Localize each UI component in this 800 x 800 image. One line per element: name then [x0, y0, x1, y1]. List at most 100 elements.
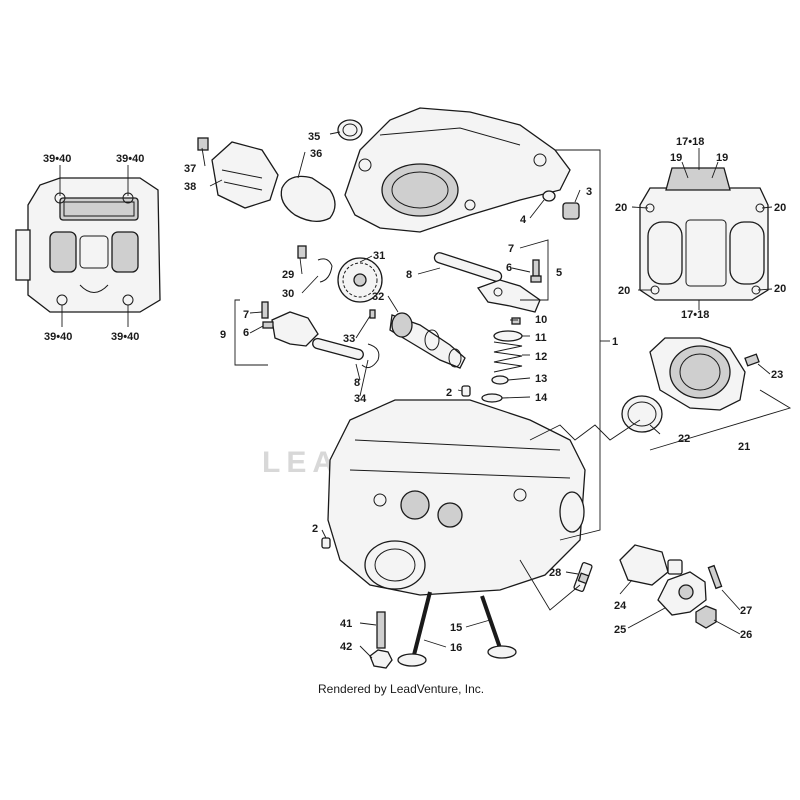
callout-16: 16	[450, 642, 462, 654]
part-27-bolt	[707, 564, 723, 590]
part-10-keeper	[511, 317, 521, 325]
part-37-bolt	[197, 137, 209, 151]
leader-19-b	[711, 161, 719, 179]
callout-13: 13	[535, 373, 547, 385]
callout-29: 29	[282, 269, 294, 281]
part-16-intake-valve-stem	[412, 591, 432, 656]
callout-4: 4	[520, 214, 527, 226]
callout-23: 23	[771, 369, 783, 381]
callout-14: 14	[535, 392, 548, 404]
callout-2-lower: 2	[312, 523, 318, 535]
part-25-thermostat-housing	[657, 559, 707, 616]
leader-lines	[201, 131, 792, 659]
callout-20-top-left: 20	[615, 202, 627, 214]
part-15-exhaust-valve-head	[487, 645, 517, 659]
callout-39-40-top-right: 39•40	[116, 153, 144, 165]
callout-19-left: 19	[670, 152, 682, 164]
part-12-spring	[493, 341, 523, 373]
part-6-nut-lower	[262, 321, 274, 329]
part-2-dowel-upper	[461, 385, 471, 397]
callout-39-40-top-left: 39•40	[43, 153, 71, 165]
part-7-adjust-screw-lower	[261, 301, 269, 319]
callout-20-bottom-left: 20	[618, 285, 630, 297]
callout-17-18-bottom: 17•18	[681, 309, 709, 321]
callout-41: 41	[340, 618, 352, 630]
callout-34: 34	[354, 393, 367, 405]
callout-21: 21	[738, 441, 750, 453]
callout-labels: 39•40 39•40 39•40 39•40 35 36 37 38 3 4 …	[43, 131, 786, 654]
rocker-assembly-left	[261, 301, 364, 361]
callout-12: 12	[535, 351, 547, 363]
callout-31: 31	[373, 250, 385, 262]
callout-38: 38	[184, 181, 196, 193]
leader-20-b	[761, 206, 773, 209]
part-8-rocker-shaft-upper	[433, 252, 503, 282]
callout-8-upper: 8	[406, 269, 412, 281]
valve-cover	[344, 107, 571, 233]
callout-22: 22	[678, 433, 690, 445]
callout-7-lower: 7	[243, 309, 249, 321]
callout-17-18-top: 17•18	[676, 136, 704, 148]
callout-26: 26	[740, 629, 752, 641]
callout-10: 10	[535, 314, 547, 326]
callout-27: 27	[740, 605, 752, 617]
callout-3: 3	[586, 186, 592, 198]
head-top-view-inset	[15, 177, 161, 313]
callout-7-upper: 7	[508, 243, 514, 255]
callout-30: 30	[282, 288, 294, 300]
rocker-assembly-right	[433, 252, 542, 313]
callout-15: 15	[450, 622, 462, 634]
callout-42: 42	[340, 641, 352, 653]
part-29-bolt	[297, 245, 307, 259]
callout-5: 5	[556, 267, 562, 279]
part-2-dowel-lower	[321, 537, 331, 549]
callout-2-upper: 2	[446, 387, 452, 399]
part-23-bolt	[744, 353, 760, 367]
part-31-cam-sprocket	[337, 257, 383, 303]
cylinder-head	[327, 399, 586, 596]
leader-20-d	[757, 288, 773, 291]
part-15-exhaust-valve-stem	[480, 595, 502, 649]
leader-19-a	[681, 161, 689, 179]
part-11-retainer	[493, 330, 523, 342]
part-24-gasket	[619, 544, 669, 586]
part-9-rocker-arm	[271, 311, 319, 347]
part-8-rocker-shaft-lower	[312, 337, 364, 361]
part-28-spark-plug	[573, 562, 593, 592]
part-32-camshaft	[389, 312, 466, 369]
part-42-nut	[369, 649, 393, 669]
callout-24: 24	[614, 600, 627, 612]
callout-28: 28	[549, 567, 561, 579]
part-16-intake-valve-head	[397, 653, 427, 667]
callout-39-40-bottom-right: 39•40	[111, 331, 139, 343]
callout-11: 11	[535, 332, 547, 344]
credit-text: Rendered by LeadVenture, Inc.	[318, 682, 484, 696]
part-21-intake-assembly	[649, 337, 746, 411]
head-front-view-inset	[639, 167, 769, 301]
part-33-pin	[369, 309, 376, 319]
part-7-adjust-screw-upper	[532, 259, 540, 277]
callout-33: 33	[343, 333, 355, 345]
part-4-washer	[542, 190, 556, 202]
valve-spring-stack	[481, 317, 523, 403]
callout-19-right: 19	[716, 152, 728, 164]
callout-6-upper: 6	[506, 262, 512, 274]
part-26-sensor	[695, 605, 717, 629]
callout-1: 1	[612, 336, 618, 348]
part-30-guide	[317, 258, 333, 283]
callout-20-bottom-right: 20	[774, 283, 786, 295]
part-34-clip	[361, 343, 380, 369]
part-36-gasket	[280, 175, 336, 222]
part-3-plug	[562, 202, 580, 220]
callout-8-lower: 8	[354, 377, 360, 389]
part-14-seat	[481, 393, 503, 403]
callout-6-lower: 6	[243, 327, 249, 339]
callout-39-40-bottom-left: 39•40	[44, 331, 72, 343]
callout-36: 36	[310, 148, 322, 160]
part-6-nut-upper	[530, 275, 542, 283]
leader-20-a	[631, 206, 649, 209]
callout-25: 25	[614, 624, 626, 636]
part-41-stud	[376, 611, 386, 649]
part-5-rocker-arm	[476, 279, 541, 313]
